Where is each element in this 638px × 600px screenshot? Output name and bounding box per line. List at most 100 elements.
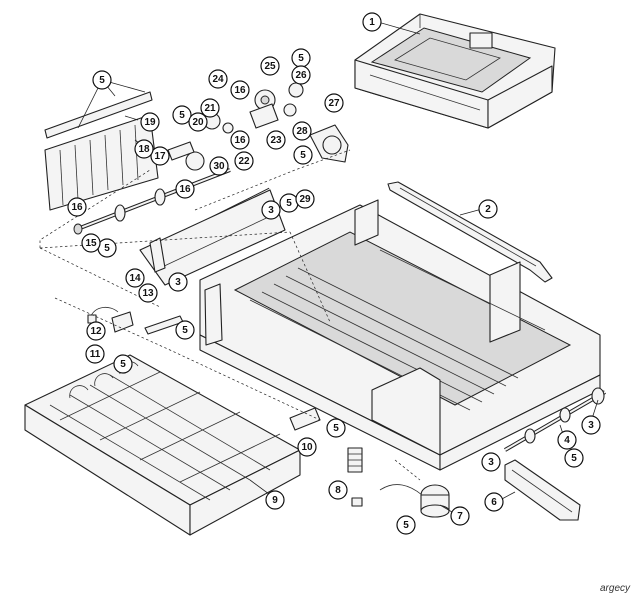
callout-label: 5 xyxy=(104,243,110,254)
callout-6: 6 xyxy=(484,492,504,512)
callout-label: 19 xyxy=(144,117,156,128)
callout-5: 5 xyxy=(175,320,195,340)
callout-5: 5 xyxy=(291,48,311,68)
callout-circle xyxy=(67,197,87,217)
callout-circle xyxy=(113,354,133,374)
callout-28: 28 xyxy=(292,121,312,141)
callout-circle xyxy=(175,320,195,340)
callout-circle xyxy=(125,268,145,288)
callout-circle xyxy=(134,139,154,159)
callout-label: 18 xyxy=(138,144,150,155)
callout-15: 15 xyxy=(81,233,101,253)
callout-30: 30 xyxy=(209,156,229,176)
callout-circle xyxy=(266,130,286,150)
callout-3: 3 xyxy=(581,415,601,435)
callout-5: 5 xyxy=(564,448,584,468)
callout-label: 28 xyxy=(296,126,308,137)
callout-label: 3 xyxy=(175,277,181,288)
callout-23: 23 xyxy=(266,130,286,150)
callout-5: 5 xyxy=(113,354,133,374)
callout-13: 13 xyxy=(138,283,158,303)
callout-circle xyxy=(172,105,192,125)
callout-label: 6 xyxy=(491,497,497,508)
callout-2: 2 xyxy=(478,199,498,219)
callout-circle xyxy=(85,344,105,364)
callout-label: 3 xyxy=(268,205,274,216)
callout-circle xyxy=(293,145,313,165)
callout-14: 14 xyxy=(125,268,145,288)
callout-label: 1 xyxy=(369,17,375,28)
callout-label: 16 xyxy=(71,202,83,213)
paper-guide-drawing xyxy=(44,91,159,211)
callout-16: 16 xyxy=(175,179,195,199)
base-frame-drawing xyxy=(199,199,601,471)
callout-circle xyxy=(450,506,470,526)
callout-9: 9 xyxy=(265,490,285,510)
callout-label: 25 xyxy=(264,61,276,72)
callout-circle xyxy=(484,492,504,512)
callout-label: 23 xyxy=(270,135,282,146)
callout-16: 16 xyxy=(230,80,250,100)
callout-circle xyxy=(150,146,170,166)
callout-1: 1 xyxy=(362,12,382,32)
callout-label: 3 xyxy=(588,420,594,431)
callout-label: 4 xyxy=(564,435,570,446)
callout-label: 26 xyxy=(295,70,307,81)
callout-label: 8 xyxy=(335,485,341,496)
callout-circle xyxy=(295,189,315,209)
callout-label: 29 xyxy=(299,194,311,205)
callout-label: 11 xyxy=(90,349,101,360)
callout-circle xyxy=(168,272,188,292)
callout-circle xyxy=(564,448,584,468)
callout-21: 21 xyxy=(200,98,220,118)
drawer-drawing xyxy=(24,354,301,536)
callout-circle xyxy=(230,130,250,150)
callout-20: 20 xyxy=(188,112,208,132)
callout-label: 24 xyxy=(212,74,224,85)
callout-label: 7 xyxy=(457,511,463,522)
callout-19: 19 xyxy=(140,112,160,132)
callout-circle xyxy=(292,121,312,141)
callout-circle xyxy=(92,70,112,90)
callout-label: 12 xyxy=(90,326,102,337)
callout-label: 5 xyxy=(403,520,409,531)
callout-label: 13 xyxy=(142,288,154,299)
callout-7: 7 xyxy=(450,506,470,526)
callout-5: 5 xyxy=(97,238,117,258)
callout-label: 5 xyxy=(182,325,188,336)
callout-label: 22 xyxy=(238,156,250,167)
callout-5: 5 xyxy=(326,418,346,438)
callout-26: 26 xyxy=(291,65,311,85)
callout-circle xyxy=(261,200,281,220)
callout-label: 30 xyxy=(213,161,225,172)
callout-circle xyxy=(86,321,106,341)
callout-label: 5 xyxy=(99,75,105,86)
callout-label: 5 xyxy=(571,453,577,464)
rear-bracket-drawing xyxy=(387,181,553,283)
callout-3: 3 xyxy=(168,272,188,292)
callout-25: 25 xyxy=(260,56,280,76)
motor-drawing xyxy=(351,484,450,518)
callout-circle xyxy=(478,199,498,219)
callout-circle xyxy=(297,437,317,457)
callout-label: 16 xyxy=(179,184,191,195)
callout-16: 16 xyxy=(230,130,250,150)
callout-label: 5 xyxy=(120,359,126,370)
drive-shaft-drawing xyxy=(503,387,607,452)
callout-5: 5 xyxy=(279,193,299,213)
callout-label: 9 xyxy=(272,495,278,506)
callout-circle xyxy=(175,179,195,199)
callout-18: 18 xyxy=(134,139,154,159)
callout-label: 5 xyxy=(286,198,292,209)
callout-circle xyxy=(481,452,501,472)
callout-12: 12 xyxy=(86,321,106,341)
callout-circle xyxy=(291,65,311,85)
callout-label: 10 xyxy=(301,442,313,453)
callout-label: 5 xyxy=(300,150,306,161)
callout-circle xyxy=(138,283,158,303)
callout-label: 17 xyxy=(154,151,166,162)
callout-4: 4 xyxy=(557,430,577,450)
callout-circle xyxy=(581,415,601,435)
callout-10: 10 xyxy=(297,437,317,457)
